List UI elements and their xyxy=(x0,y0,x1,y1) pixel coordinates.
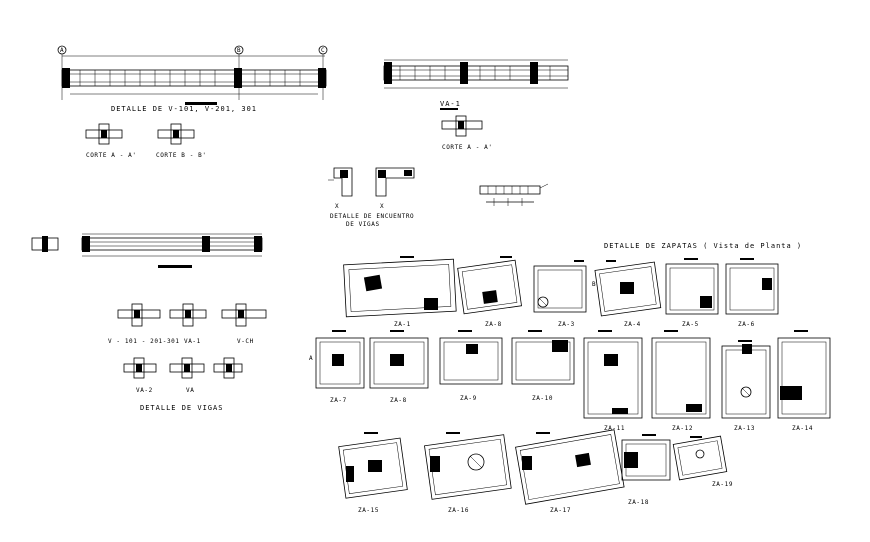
footing-za16: ZA-16 xyxy=(424,432,512,514)
footing-za2: ZA-8 xyxy=(457,256,522,328)
beam-elevation-v101: A B C DETALLE DE V-101, V xyxy=(57,45,328,113)
title-underline xyxy=(185,102,217,105)
zapatas-title: DETALLE DE ZAPATAS ( Vista de Planta ) xyxy=(604,242,802,250)
footing-za7: A ZA-7 xyxy=(309,330,365,404)
vigas-title: DETALLE DE VIGAS xyxy=(140,404,223,412)
svg-text:ZA-4: ZA-4 xyxy=(624,321,641,328)
section-v101: V - 101 - 201-301 xyxy=(108,303,180,345)
svg-text:B: B xyxy=(592,281,596,288)
column-c xyxy=(318,68,326,88)
svg-text:ZA-1: ZA-1 xyxy=(394,321,411,328)
corte-aa-label: CORTE A - A' xyxy=(86,152,137,159)
svg-text:ZA-6: ZA-6 xyxy=(738,321,755,328)
footing-za9: ZA-9 xyxy=(439,330,503,402)
svg-text:VA-1: VA-1 xyxy=(184,338,201,345)
section-va1: VA-1 xyxy=(169,303,207,345)
corte-aa-va1-section: CORTE A - A' xyxy=(441,115,493,151)
section-va3 xyxy=(213,357,243,379)
svg-text:ZA-16: ZA-16 xyxy=(448,507,469,514)
beam-detail-title: DETALLE DE V-101, V-201, 301 xyxy=(111,105,257,113)
footing-za10: ZA-10 xyxy=(511,330,575,402)
svg-text:ZA-13: ZA-13 xyxy=(734,425,755,432)
section-va2: VA-2 xyxy=(123,357,157,394)
svg-text:VA-2: VA-2 xyxy=(136,387,153,394)
svg-text:ZA-5: ZA-5 xyxy=(682,321,699,328)
footing-za8: ZA-8 xyxy=(369,330,429,404)
beam-junction-detail: X X DETALLE DE ENCUENTRO DE VIGAS xyxy=(328,167,415,228)
svg-text:ZA-14: ZA-14 xyxy=(792,425,813,432)
svg-text:ZA-11: ZA-11 xyxy=(604,425,625,432)
svg-text:ZA-8: ZA-8 xyxy=(390,397,407,404)
beam-elevation-mid xyxy=(31,233,263,268)
section-va-mid: VA xyxy=(169,357,205,394)
svg-text:A: A xyxy=(60,47,64,54)
svg-text:V - 101 - 201-301: V - 101 - 201-301 xyxy=(108,338,180,345)
footing-za4: B ZA-4 xyxy=(592,260,662,328)
footing-za11: ZA-11 xyxy=(583,330,643,432)
svg-text:ZA-18: ZA-18 xyxy=(628,499,649,506)
section-vch: V-CH xyxy=(221,303,267,345)
beam-outline xyxy=(61,69,327,87)
svg-text:ZA-3: ZA-3 xyxy=(558,321,575,328)
svg-text:ZA-12: ZA-12 xyxy=(672,425,693,432)
footing-za14: ZA-14 xyxy=(777,330,831,432)
svg-text:ZA-9: ZA-9 xyxy=(460,395,477,402)
footing-za12: ZA-12 xyxy=(651,330,711,432)
column-b xyxy=(234,68,242,88)
footing-za3: ZA-3 xyxy=(533,260,587,328)
svg-text:ZA-17: ZA-17 xyxy=(550,507,571,514)
svg-text:B: B xyxy=(237,47,241,54)
stirrup-detail xyxy=(479,183,549,206)
footing-za18: ZA-18 xyxy=(621,434,671,506)
column-a xyxy=(62,68,70,88)
svg-text:A: A xyxy=(309,355,313,362)
footing-za1: ZA-1 xyxy=(343,256,457,328)
corte-bb-section: CORTE B - B' xyxy=(156,123,207,159)
footing-za15-left: ZA-15 xyxy=(338,432,408,514)
corte-bb-label: CORTE B - B' xyxy=(156,152,207,159)
cross-marker-1: X xyxy=(335,203,339,210)
footing-za19: ZA-19 xyxy=(672,435,733,488)
beam-sections-group: V - 101 - 201-301 VA-1 V-CH VA-2 VA xyxy=(108,303,267,412)
beam-elevation-va1: VA-1 xyxy=(383,59,569,110)
corte-aa-section: CORTE A - A' xyxy=(85,123,137,159)
corte-aa-label-2: CORTE A - A' xyxy=(442,144,493,151)
junction-title-2: DE VIGAS xyxy=(346,221,380,228)
svg-text:ZA-15: ZA-15 xyxy=(358,507,379,514)
svg-text:ZA-19: ZA-19 xyxy=(712,481,733,488)
cross-marker-2: X xyxy=(380,203,384,210)
footing-za17: ZA-17 xyxy=(515,429,625,514)
svg-text:V-CH: V-CH xyxy=(237,338,254,345)
footing-za5: ZA-5 xyxy=(665,258,719,328)
footing-za13: ZA-13 xyxy=(721,340,771,432)
svg-text:C: C xyxy=(321,47,325,54)
svg-text:ZA-8: ZA-8 xyxy=(485,321,502,328)
junction-title-1: DETALLE DE ENCUENTRO xyxy=(330,213,414,220)
va1-title: VA-1 xyxy=(440,100,461,108)
svg-text:VA: VA xyxy=(186,387,194,394)
svg-text:ZA-7: ZA-7 xyxy=(330,397,347,404)
footing-za6: ZA-6 xyxy=(725,258,779,328)
svg-text:ZA-10: ZA-10 xyxy=(532,395,553,402)
